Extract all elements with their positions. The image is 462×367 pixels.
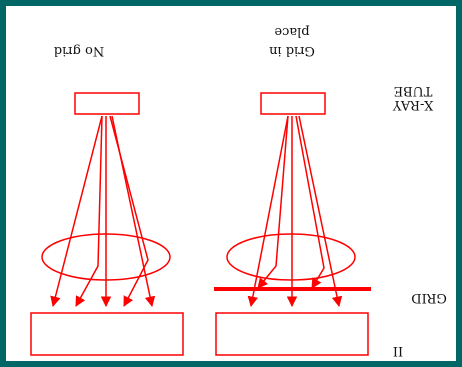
diagram-frame: No grid place Grid in TUBE X-RAY GRID II xyxy=(6,6,456,361)
xray-tube-no-grid xyxy=(74,92,140,115)
xray-tube-label-line2: X-RAY xyxy=(392,97,434,112)
grid-label: GRID xyxy=(411,290,447,305)
scatter-region-with-grid xyxy=(226,233,356,281)
grid-comparison-diagram xyxy=(30,92,371,356)
no-grid-label: No grid xyxy=(53,43,105,58)
image-intensifier-label: II xyxy=(392,343,404,358)
grid-in-place-label-line2: Grid in xyxy=(269,43,315,58)
image-intensifier-no-grid xyxy=(30,312,184,356)
xray-tube-with-grid xyxy=(260,92,326,115)
xray-paths-with-grid xyxy=(247,115,343,308)
grid-in-place-label-line1: place xyxy=(274,24,310,39)
xray-paths-no-grid xyxy=(50,115,156,308)
image-intensifier-with-grid xyxy=(215,312,369,356)
xray-tube-label-line1: TUBE xyxy=(393,83,433,98)
